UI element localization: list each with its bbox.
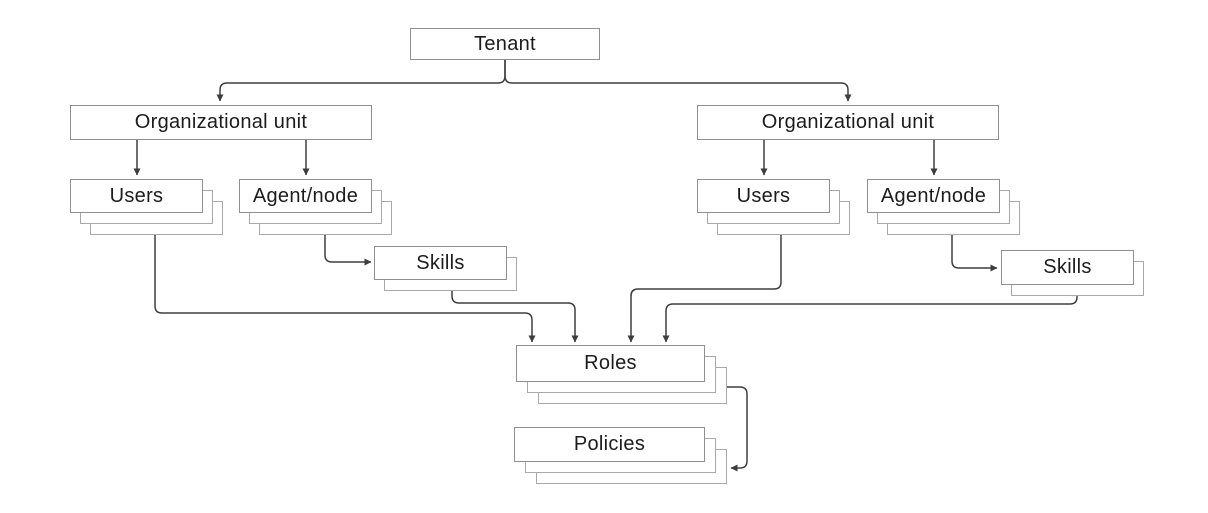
edge-roles-policies — [727, 386, 748, 472]
edge-users-right-roles — [627, 230, 782, 343]
node-agent-node-left: Agent/node — [239, 179, 392, 235]
node-policies: Policies — [514, 427, 727, 484]
node-agent-node-left-label: Agent/node — [252, 184, 359, 207]
edge-tenant-ou-left — [216, 60, 506, 102]
node-roles: Roles — [516, 345, 727, 404]
node-roles-label: Roles — [584, 352, 637, 374]
edge-skills-right-roles — [662, 290, 1078, 343]
edge-tenant-ou-right — [504, 60, 852, 102]
node-tenant: Tenant — [410, 28, 600, 60]
edge-agent-right-skills-right — [951, 230, 998, 272]
node-skills-right: Skills — [1001, 250, 1144, 296]
node-skills-left: Skills — [374, 246, 517, 291]
node-organizational-unit-right: Organizational unit — [697, 105, 999, 140]
edge-agent-left-skills-left — [324, 228, 372, 266]
edge-users-left-roles — [154, 230, 536, 343]
node-organizational-unit-left-label: Organizational unit — [134, 111, 308, 133]
node-tenant-label: Tenant — [474, 32, 536, 55]
node-skills-right-label: Skills — [1043, 256, 1092, 278]
node-agent-node-right: Agent/node — [867, 179, 1020, 235]
node-users-left-label: Users — [109, 184, 164, 207]
node-skills-left-label: Skills — [416, 251, 465, 274]
node-users-right: Users — [697, 179, 850, 235]
node-organizational-unit-right-label: Organizational unit — [761, 111, 935, 133]
node-users-left: Users — [70, 179, 223, 235]
node-organizational-unit-left: Organizational unit — [70, 105, 372, 140]
node-users-right-label: Users — [736, 184, 791, 207]
node-agent-node-right-label: Agent/node — [880, 184, 987, 207]
node-policies-label: Policies — [573, 433, 646, 455]
edge-skills-left-roles — [451, 285, 579, 343]
